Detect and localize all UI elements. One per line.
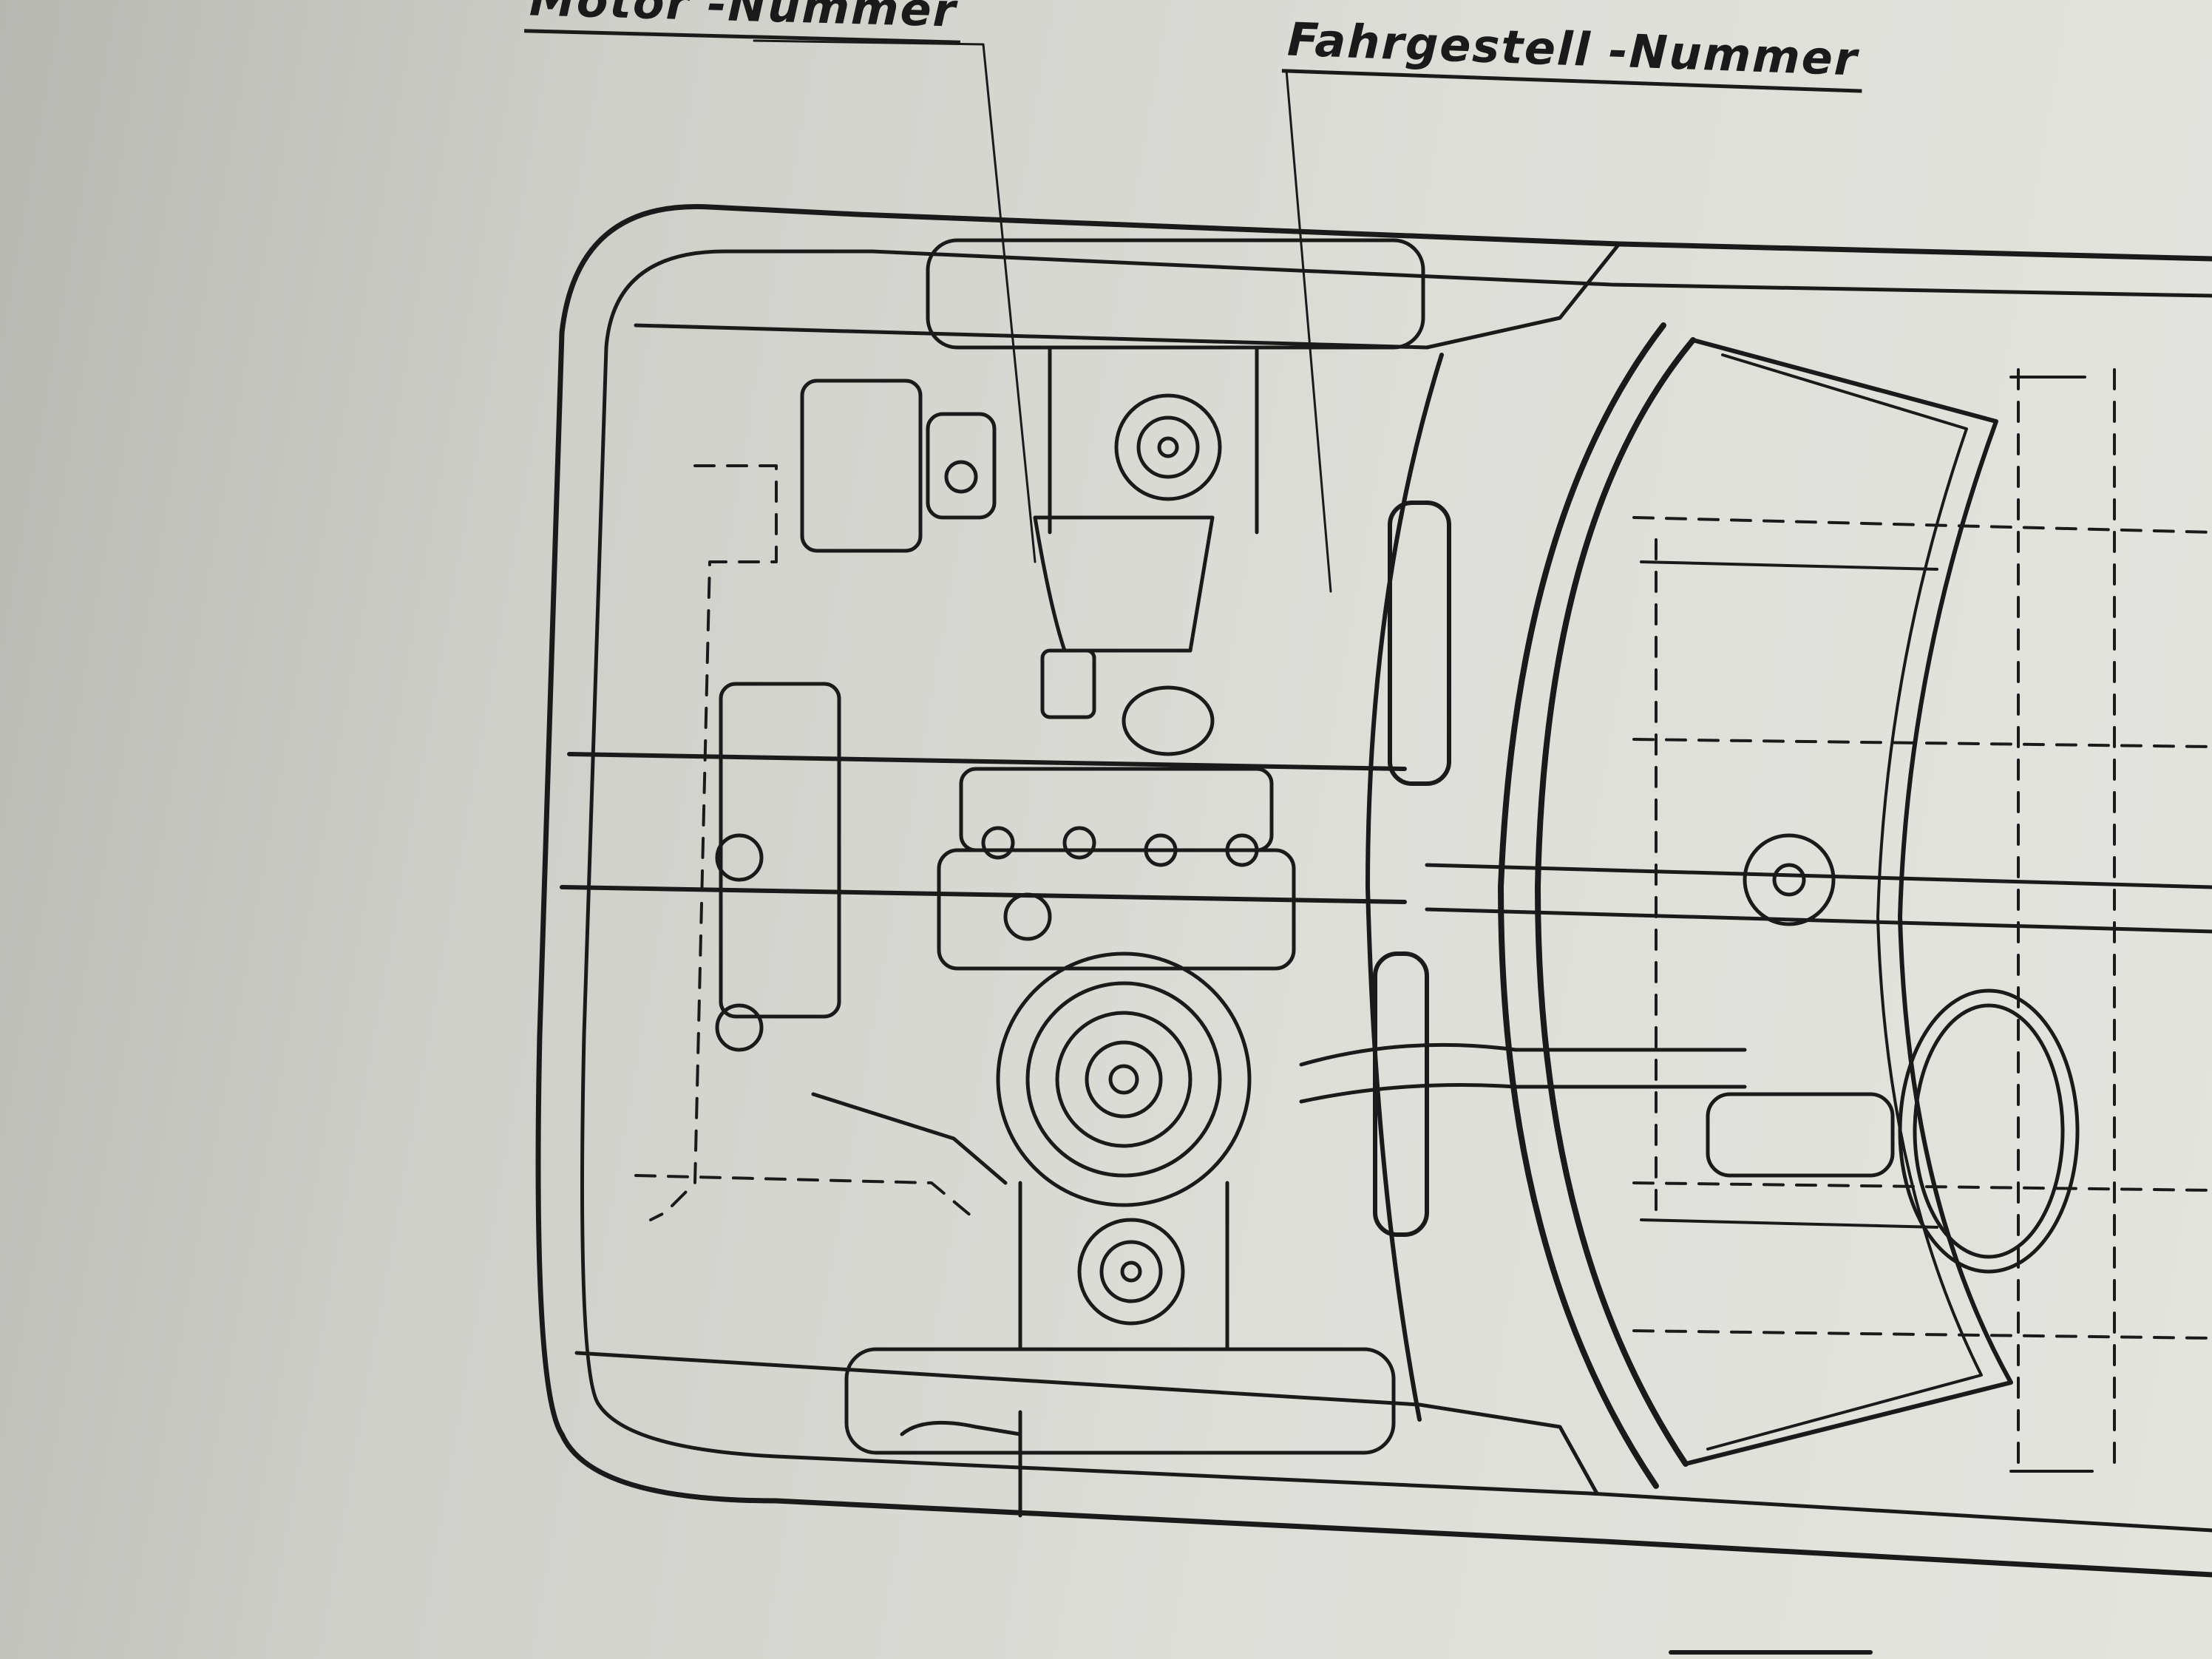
lower-wheel-hub	[1077, 1218, 1185, 1326]
engine-number-leader	[753, 39, 1037, 563]
door-handle	[900, 1410, 1022, 1518]
gearbox	[1033, 515, 1215, 756]
steering-column	[1425, 833, 2212, 934]
crank-pulley	[996, 951, 1252, 1207]
car-body-outline	[535, 203, 2212, 1578]
front-crossmember	[560, 752, 1407, 904]
steering-wheel	[1898, 988, 2080, 1274]
chassis-number-leader	[1285, 69, 1332, 593]
cabin-tube	[1706, 1092, 1895, 1178]
hidden-lines	[634, 368, 2212, 1473]
battery-box	[715, 682, 841, 1052]
exhaust-pipes	[811, 1042, 1747, 1185]
cabin-crossbars	[1640, 376, 2094, 1473]
front-wheel-bottom	[844, 1181, 1396, 1455]
windshield	[1498, 322, 2013, 1489]
front-wheel-top	[926, 238, 1425, 535]
engine-block	[937, 767, 1296, 971]
upper-wheel-hub	[1114, 393, 1222, 501]
air-filter	[800, 379, 997, 553]
firewall	[1365, 353, 1451, 1422]
